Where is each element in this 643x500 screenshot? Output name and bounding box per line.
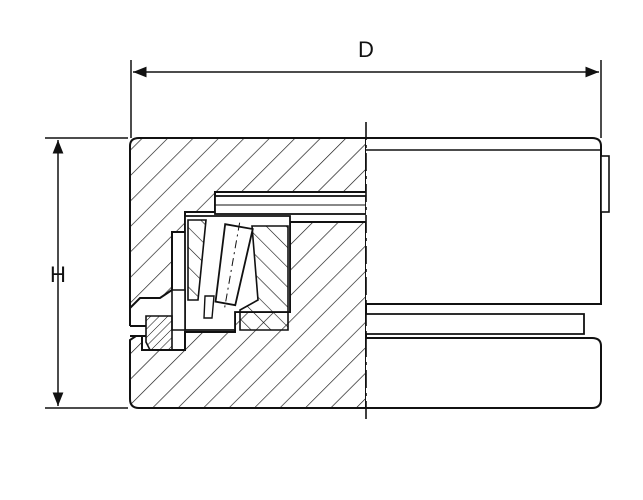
roller-axis bbox=[223, 222, 241, 310]
seal bbox=[145, 315, 173, 351]
lubrication-nipple bbox=[600, 155, 610, 213]
label-d: D bbox=[358, 37, 374, 62]
roller-body bbox=[214, 223, 254, 307]
inner-ring-step bbox=[366, 313, 585, 335]
outer-race-cup bbox=[187, 219, 207, 301]
outer-ring-exterior bbox=[366, 137, 602, 305]
inner-race-cone bbox=[239, 225, 289, 331]
dimension-d: D bbox=[130, 37, 602, 138]
label-h: H bbox=[50, 262, 66, 287]
inner-ring-exterior bbox=[366, 337, 602, 409]
section-half bbox=[129, 137, 367, 409]
dimension-h: H bbox=[45, 137, 128, 409]
spacer-ring bbox=[171, 289, 186, 331]
cage-piece bbox=[203, 295, 215, 319]
tapered-roller bbox=[214, 222, 254, 310]
outside-view-half bbox=[366, 137, 610, 409]
